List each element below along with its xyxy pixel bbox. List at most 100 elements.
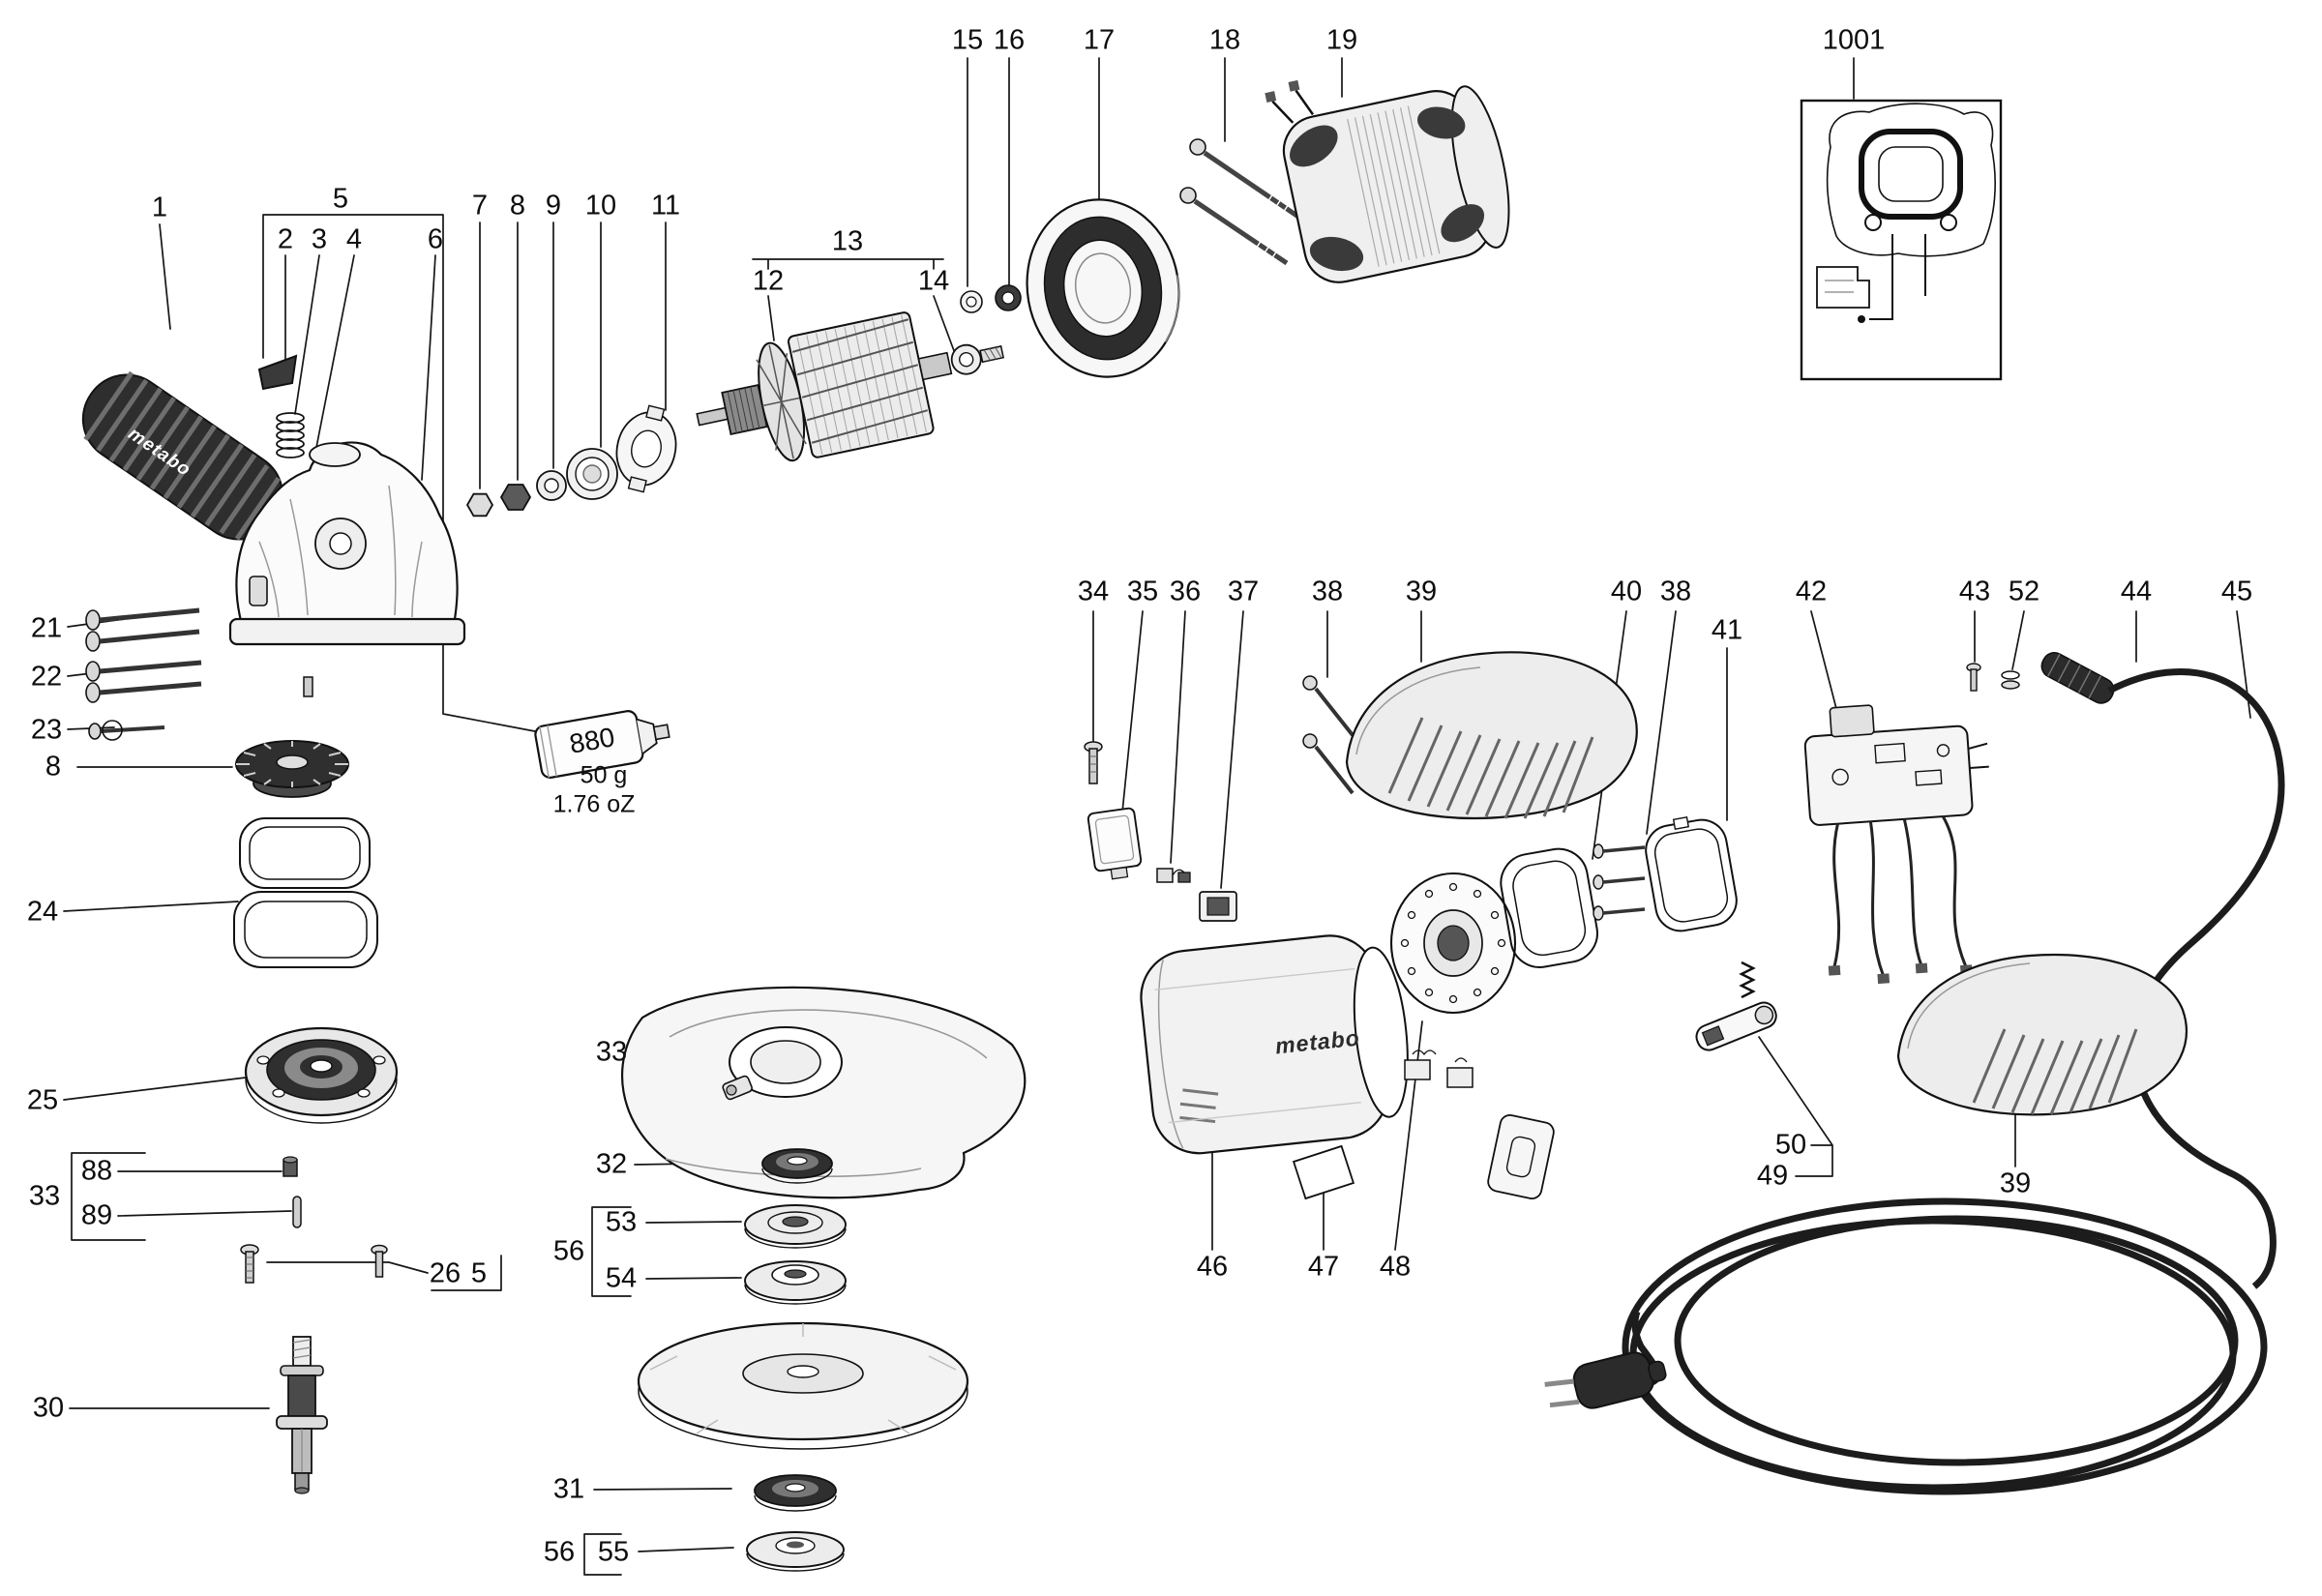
spindle — [276, 1336, 328, 1494]
callout-41: 41 — [1711, 614, 1743, 646]
armature-rotor — [696, 311, 1005, 462]
callout-54: 54 — [605, 1262, 638, 1294]
callout-4: 4 — [345, 223, 363, 255]
callout-11: 11 — [650, 190, 681, 222]
stator-field-coil — [1265, 79, 1510, 283]
callout-53: 53 — [605, 1206, 638, 1238]
callout-21: 21 — [30, 612, 63, 644]
motor-housing — [1140, 934, 1409, 1155]
bearing-bracket — [1389, 872, 1555, 1199]
inner-flange — [761, 1148, 833, 1184]
screw-34 — [1084, 741, 1103, 784]
screw-and-washers — [1966, 663, 2020, 692]
small-screws — [240, 1244, 388, 1284]
callout-42: 42 — [1795, 576, 1828, 607]
grinding-wheel — [637, 1321, 969, 1450]
callout-16: 16 — [993, 24, 1026, 56]
callout-47: 47 — [1307, 1251, 1340, 1283]
callout-10: 10 — [584, 190, 617, 222]
callout-33-2: 33 — [595, 1036, 628, 1068]
brush-cover-door — [1087, 807, 1143, 880]
callout-9: 9 — [545, 190, 562, 222]
callout-49: 49 — [1756, 1160, 1789, 1192]
callout-1: 1 — [151, 192, 168, 223]
callout-19: 19 — [1325, 24, 1358, 56]
callout-55: 55 — [597, 1536, 630, 1568]
callout-2: 2 — [277, 223, 294, 255]
wheel-guard — [621, 986, 1027, 1199]
callout-56: 56 — [552, 1235, 585, 1267]
callout-6: 6 — [427, 223, 444, 255]
callout-1001: 1001 — [1822, 24, 1886, 56]
callout-17: 17 — [1083, 24, 1116, 56]
callout-52: 52 — [2008, 576, 2040, 607]
flat-washer — [746, 1531, 845, 1572]
callout-39-2: 39 — [1999, 1167, 2032, 1199]
callout-56-2: 56 — [543, 1536, 576, 1568]
callout-8: 8 — [509, 190, 526, 222]
brush-holder — [1199, 891, 1237, 922]
callout-88: 88 — [80, 1155, 113, 1187]
gear-housing — [228, 441, 466, 697]
callout-22: 22 — [30, 661, 63, 693]
callout-3: 3 — [311, 223, 328, 255]
callout-8-2: 8 — [45, 751, 62, 783]
callout-46: 46 — [1196, 1251, 1229, 1283]
callout-45: 45 — [2220, 576, 2253, 607]
grease-tube — [534, 710, 670, 780]
callout-25: 25 — [26, 1084, 59, 1116]
flange-nut — [754, 1474, 837, 1512]
wiring-diagram-box — [1800, 99, 2003, 381]
callout-31: 31 — [552, 1473, 585, 1505]
support-flange — [744, 1204, 847, 1249]
callout-44: 44 — [2120, 576, 2153, 607]
callout-33: 33 — [28, 1180, 61, 1212]
retaining-ring — [1645, 816, 1738, 932]
rubber-gasket — [1500, 847, 1598, 968]
long-screws — [1179, 138, 1300, 266]
callout-37: 37 — [1227, 576, 1260, 607]
callout-13: 13 — [831, 225, 864, 257]
callout-39: 39 — [1405, 576, 1438, 607]
carbon-brush — [1156, 868, 1191, 883]
grease-weight-grams: 50 g — [580, 761, 628, 789]
bearing-flange — [244, 1026, 399, 1124]
callout-7: 7 — [471, 190, 489, 222]
callout-18: 18 — [1208, 24, 1241, 56]
grease-weight-ounces: 1.76 oZ — [552, 790, 636, 818]
handle-shell-top — [1345, 651, 1638, 820]
callout-24: 24 — [26, 896, 59, 928]
callout-36: 36 — [1169, 576, 1202, 607]
callout-50: 50 — [1774, 1129, 1807, 1161]
callout-14: 14 — [917, 265, 950, 297]
callout-43: 43 — [1958, 576, 1991, 607]
callout-12: 12 — [752, 265, 785, 297]
washer-and-bushing — [960, 284, 1022, 313]
callout-5-2: 5 — [470, 1257, 488, 1289]
callout-30: 30 — [32, 1392, 65, 1424]
callout-15: 15 — [951, 24, 984, 56]
callout-34: 34 — [1077, 576, 1110, 607]
pin-and-needle — [283, 1156, 302, 1228]
bearing-flange-ring — [1026, 198, 1180, 378]
callout-5: 5 — [332, 183, 349, 215]
callout-40: 40 — [1610, 576, 1643, 607]
switch-module — [1803, 704, 1989, 985]
label-plate — [1292, 1144, 1355, 1200]
gaskets — [233, 817, 378, 968]
callout-89: 89 — [80, 1199, 113, 1231]
lock-lever-and-spring — [1695, 961, 1777, 1051]
callout-48: 48 — [1379, 1251, 1412, 1283]
callout-26: 26 — [429, 1257, 461, 1289]
callout-23: 23 — [30, 714, 63, 746]
callout-38: 38 — [1311, 576, 1344, 607]
tapping-screws — [1302, 675, 1354, 795]
clamping-flange — [744, 1260, 847, 1305]
callout-38-2: 38 — [1659, 576, 1692, 607]
spindle-nuts-washers-bearing — [465, 404, 677, 517]
callout-32: 32 — [595, 1148, 628, 1180]
housing-screws-left — [85, 607, 202, 741]
callout-35: 35 — [1126, 576, 1159, 607]
